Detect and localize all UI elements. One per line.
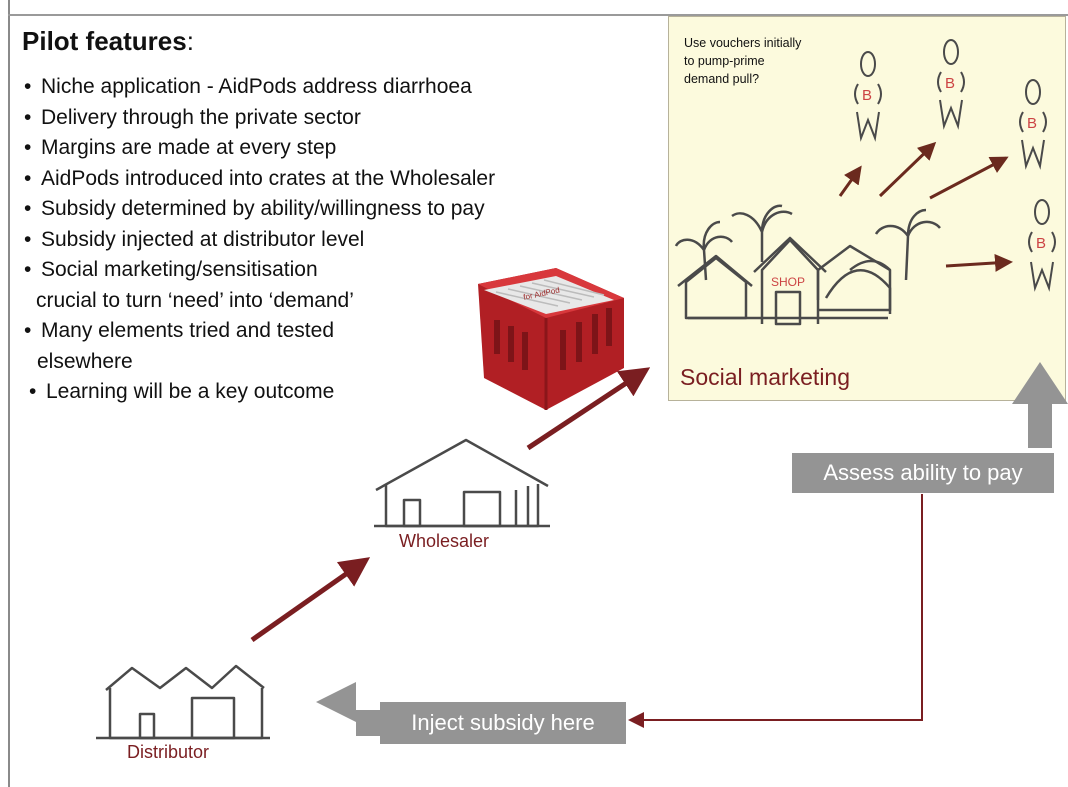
slide-border-left	[8, 0, 10, 787]
feature-item: Subsidy determined by ability/willingnes…	[24, 194, 624, 225]
feature-item: AidPods introduced into crates at the Wh…	[24, 164, 624, 195]
grey-arrow-left	[316, 682, 380, 736]
slide-border-top	[8, 14, 1068, 16]
svg-text:B: B	[862, 87, 872, 104]
feature-item: Niche application - AidPods address diar…	[24, 72, 624, 103]
voucher-note: Use vouchers initially to pump-prime dem…	[684, 36, 802, 86]
social-marketing-panel	[668, 16, 1066, 401]
subsidy-connector	[628, 494, 923, 728]
feature-item: Delivery through the private sector	[24, 103, 624, 134]
feature-item: Margins are made at every step	[24, 133, 624, 164]
inject-subsidy-label: Inject subsidy here	[380, 702, 626, 744]
customer-figure: B	[1019, 79, 1047, 170]
village-sketch	[674, 204, 941, 326]
supply-flow-arrows	[250, 367, 651, 643]
grey-arrow-up	[1012, 362, 1068, 448]
svg-text:B: B	[1036, 235, 1046, 252]
customer-figure: B	[937, 39, 965, 130]
customer-figure: B	[1028, 199, 1056, 292]
shop-sign: SHOP	[771, 275, 805, 289]
distributor-building	[96, 664, 270, 740]
customer-figure: B	[854, 51, 882, 142]
svg-text:B: B	[1027, 115, 1037, 132]
svg-text:B: B	[945, 75, 955, 92]
social-marketing-label: Social marketing	[680, 364, 851, 390]
feature-item: Subsidy injected at distributor level	[24, 225, 624, 256]
wholesaler-building	[374, 438, 550, 528]
outreach-arrows	[838, 141, 1013, 272]
distributor-label: Distributor	[127, 742, 210, 762]
slide-title: Pilot features:	[22, 26, 194, 56]
feature-item: Learning will be a key outcome	[29, 377, 629, 408]
wholesaler-label: Wholesaler	[399, 531, 490, 551]
aidpod-crate: for AidPod	[478, 268, 624, 410]
feature-list: Niche application - AidPods address diar…	[24, 72, 624, 408]
assess-ability-label: Assess ability to pay	[792, 453, 1054, 493]
